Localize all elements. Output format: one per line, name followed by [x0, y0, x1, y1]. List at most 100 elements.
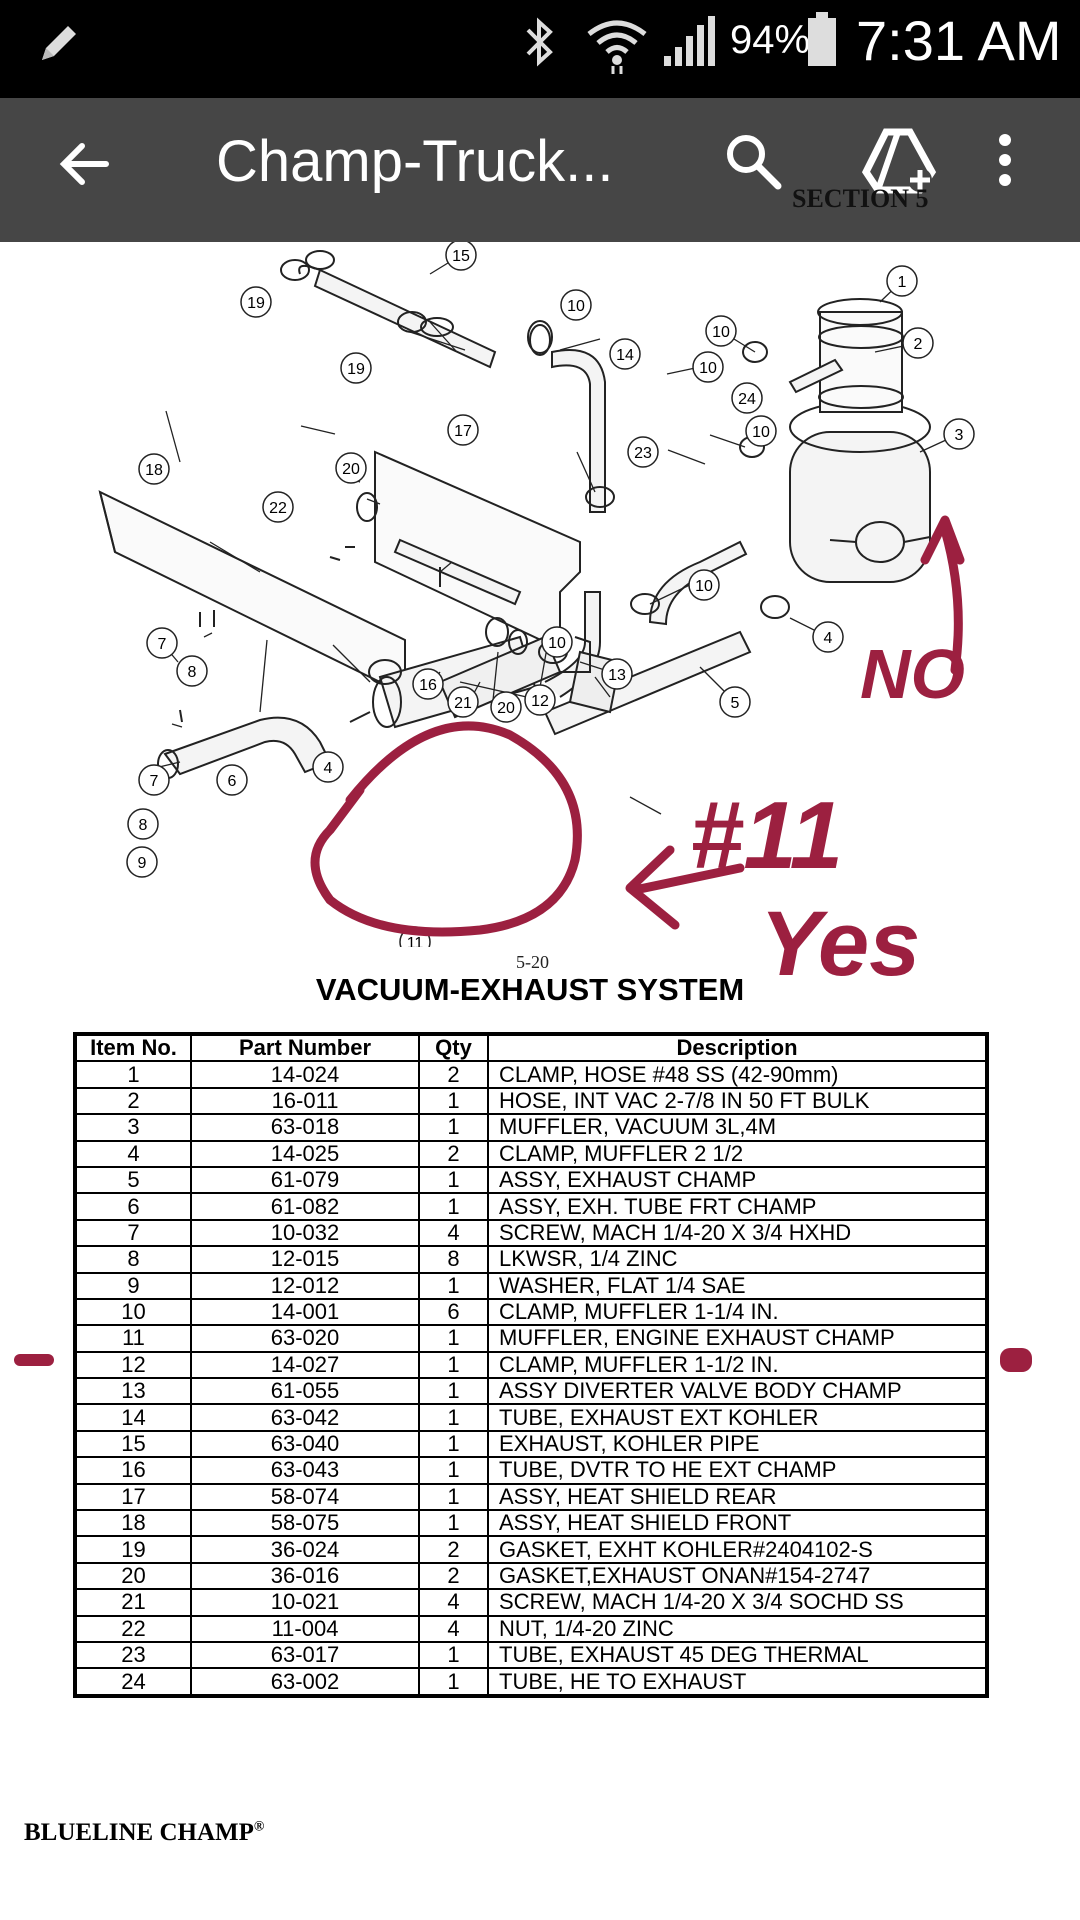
callout-2: 2	[902, 327, 934, 359]
part-number-cell: 63-020	[190, 1324, 420, 1353]
part-number-cell: 14-024	[190, 1060, 420, 1089]
callout-number: 16	[419, 677, 437, 694]
item-no-cell: 8	[74, 1245, 192, 1274]
callout-8: 8	[176, 655, 208, 687]
callout-number: 4	[824, 630, 833, 647]
qty-cell: 1	[418, 1271, 489, 1300]
callout-number: 24	[738, 391, 756, 408]
search-icon[interactable]	[722, 130, 784, 192]
qty-cell: 4	[418, 1588, 489, 1617]
part-number-cell: 14-001	[190, 1297, 420, 1327]
item-no-cell: 22	[74, 1614, 192, 1643]
qty-cell: 2	[418, 1561, 489, 1591]
item-no-cell: 20	[74, 1561, 192, 1591]
qty-cell: 1	[418, 1086, 489, 1116]
description-cell: ASSY, HEAT SHIELD REAR	[487, 1482, 988, 1512]
app-bar: Champ-Truck... SECTION 5	[0, 98, 1080, 242]
description-cell: CLAMP, MUFFLER 1-1/4 IN.	[487, 1297, 988, 1327]
callout-20: 20	[335, 452, 367, 484]
callout-number: 2	[914, 336, 923, 353]
item-no-cell: 9	[74, 1271, 192, 1300]
callout-10: 10	[541, 626, 573, 658]
callout-number: 21	[454, 695, 472, 712]
callout-21: 21	[447, 686, 479, 718]
callout-18: 18	[138, 453, 170, 485]
item-no-cell: 23	[74, 1640, 192, 1670]
item-no-cell: 3	[74, 1113, 192, 1142]
qty-cell: 1	[418, 1113, 489, 1142]
part-number-cell: 10-021	[190, 1588, 420, 1617]
item-no-cell: 5	[74, 1165, 192, 1195]
callout-16: 16	[412, 668, 444, 700]
col-qty: Qty	[418, 1032, 489, 1063]
footer-brand: BLUELINE CHAMP®	[24, 1819, 264, 1847]
qty-cell: 1	[418, 1667, 489, 1697]
item-no-cell: 7	[74, 1218, 192, 1248]
callout-number: 19	[247, 295, 265, 312]
callout-10: 10	[692, 351, 724, 383]
callout-7: 7	[146, 627, 178, 659]
description-cell: GASKET,EXHAUST ONAN#154-2747	[487, 1561, 988, 1591]
description-cell: TUBE, DVTR TO HE EXT CHAMP	[487, 1456, 988, 1485]
qty-cell: 4	[418, 1614, 489, 1643]
qty-cell: 1	[418, 1482, 489, 1512]
clock: 7:31 AM	[856, 9, 1062, 72]
more-vert-icon[interactable]	[990, 132, 1020, 192]
callout-5: 5	[719, 686, 751, 718]
description-cell: TUBE, HE TO EXHAUST	[487, 1667, 988, 1697]
callout-3: 3	[943, 418, 975, 450]
part-number-cell: 63-002	[190, 1667, 420, 1697]
callout-number: 8	[188, 664, 197, 681]
callout-number: 15	[452, 248, 470, 265]
callout-17: 17	[447, 414, 479, 446]
description-cell: CLAMP, MUFFLER 1-1/2 IN.	[487, 1350, 988, 1380]
callout-number: 14	[616, 347, 634, 364]
callout-number: 4	[324, 760, 333, 777]
part-number-cell: 16-011	[190, 1086, 420, 1116]
callout-number: 12	[531, 693, 549, 710]
part-number-cell: 61-055	[190, 1377, 420, 1406]
item-no-cell: 24	[74, 1667, 192, 1697]
footer-brand-text: BLUELINE CHAMP	[24, 1819, 254, 1846]
qty-cell: 1	[418, 1429, 489, 1459]
description-cell: LKWSR, 1/4 ZINC	[487, 1245, 988, 1274]
part-number-cell: 58-074	[190, 1482, 420, 1512]
part-number-cell: 63-017	[190, 1640, 420, 1670]
description-cell: NUT, 1/4-20 ZINC	[487, 1614, 988, 1643]
qty-cell: 2	[418, 1139, 489, 1168]
part-number-cell: 36-016	[190, 1561, 420, 1591]
item-no-cell: 11	[74, 1324, 192, 1353]
item-no-cell: 19	[74, 1535, 192, 1564]
callout-number: 19	[347, 361, 365, 378]
callout-number: 10	[699, 360, 717, 377]
description-cell: EXHAUST, KOHLER PIPE	[487, 1429, 988, 1459]
drive-add-icon[interactable]	[862, 128, 938, 194]
document-title: Champ-Truck...	[216, 129, 614, 194]
part-number-cell: 36-024	[190, 1535, 420, 1564]
qty-cell: 6	[418, 1297, 489, 1327]
qty-cell: 8	[418, 1245, 489, 1274]
callout-number: 3	[955, 427, 964, 444]
callout-4: 4	[312, 751, 344, 783]
item-no-cell: 21	[74, 1588, 192, 1617]
callout-10: 10	[560, 289, 592, 321]
item-no-cell: 2	[74, 1086, 192, 1116]
part-number-cell: 61-079	[190, 1165, 420, 1195]
part-number-cell: 61-082	[190, 1192, 420, 1221]
part-number-cell: 63-018	[190, 1113, 420, 1142]
item-no-cell: 12	[74, 1350, 192, 1380]
back-arrow-icon[interactable]	[56, 136, 112, 192]
page-number: 5-20	[516, 952, 549, 972]
